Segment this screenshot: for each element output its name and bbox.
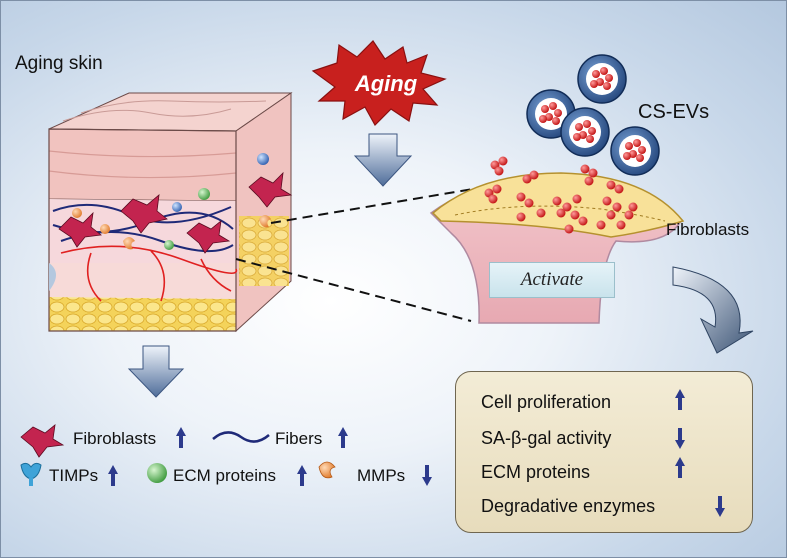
down-arrow-skin <box>127 345 185 398</box>
legend-label-timps: TIMPs <box>49 466 99 485</box>
effects-box: Cell proliferation SA-β-gal activity ECM… <box>455 371 753 533</box>
legend-label-mmps: MMPs <box>357 466 406 485</box>
legend-timps-icon <box>20 462 42 486</box>
legend-ecm-icon <box>147 463 167 483</box>
legend-fibroblast-icon <box>20 424 65 458</box>
activate-label: Activate <box>489 262 615 298</box>
legend-label-ecm: ECM proteins <box>173 466 276 485</box>
zoom-lines <box>235 188 474 322</box>
fibroblasts-label: Fibroblasts <box>666 220 750 239</box>
effect-sa-beta-gal: SA-β-gal activity <box>481 428 612 448</box>
legend-mmps-icon <box>318 461 336 479</box>
down-arrow-aging <box>353 133 413 187</box>
cs-evs-label: CS-EVs <box>638 101 710 123</box>
effect-cell-proliferation: Cell proliferation <box>481 392 612 412</box>
skin-block <box>48 92 293 333</box>
cargo-particles <box>484 156 638 234</box>
legend-trend-arrows <box>108 427 432 486</box>
cs-evs-vesicles <box>526 54 660 176</box>
aging-burst-label: Aging <box>354 71 418 96</box>
curved-arrow <box>672 266 754 354</box>
effect-ecm-proteins: ECM proteins <box>481 462 591 482</box>
aging-burst <box>311 40 447 126</box>
figure-title: Aging skin <box>15 53 103 74</box>
legend-label-fibroblasts: Fibroblasts <box>73 429 157 448</box>
fibroblast-cell <box>429 172 685 324</box>
legend-label-fibers: Fibers <box>275 429 323 448</box>
legend-fiber-icon <box>212 431 270 443</box>
effect-degradative-enzymes: Degradative enzymes <box>481 496 656 516</box>
effects-trend-arrows <box>675 389 725 517</box>
